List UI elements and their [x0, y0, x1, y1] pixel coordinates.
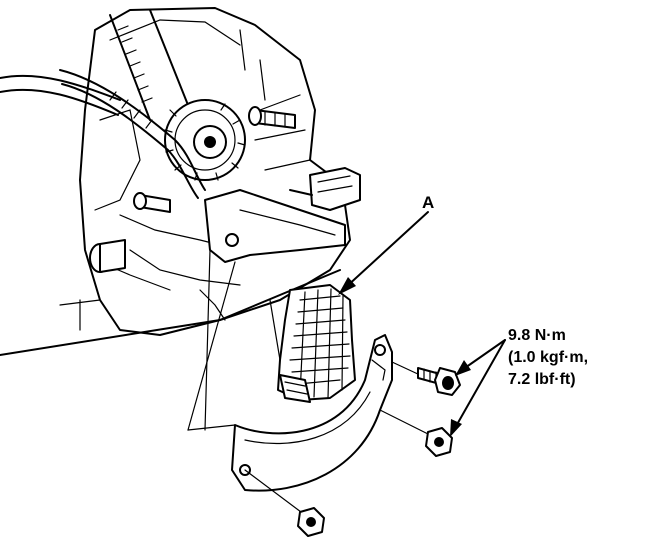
harness-connector	[289, 167, 361, 211]
wire-harness	[59, 69, 206, 199]
engine-bolt-1	[248, 106, 296, 129]
lower-cover	[231, 334, 393, 492]
assembly-guide-lines	[187, 249, 431, 516]
part-a-sensor	[277, 284, 356, 403]
flange-nut-upper	[425, 427, 453, 457]
callout-arrow-a	[338, 211, 429, 295]
mounting-bracket	[204, 189, 346, 263]
torque-spec-line-3: 7.2 lbf·ft)	[508, 371, 576, 388]
flange-nut-lower	[297, 507, 325, 537]
torque-arrow-bolt	[455, 339, 506, 376]
engine-bolt-2	[133, 192, 171, 213]
torque-spec-line-1: 9.8 N·m	[508, 327, 566, 344]
flange-bolt	[417, 367, 461, 396]
timing-belt	[109, 9, 191, 121]
part-label-a: A	[422, 193, 434, 212]
engine-plug	[89, 239, 126, 273]
engine-block	[0, 7, 351, 356]
torque-spec-line-2: (1.0 kgf·m,	[508, 349, 588, 366]
torque-arrow-nut	[450, 339, 506, 437]
sprocket	[164, 99, 246, 181]
